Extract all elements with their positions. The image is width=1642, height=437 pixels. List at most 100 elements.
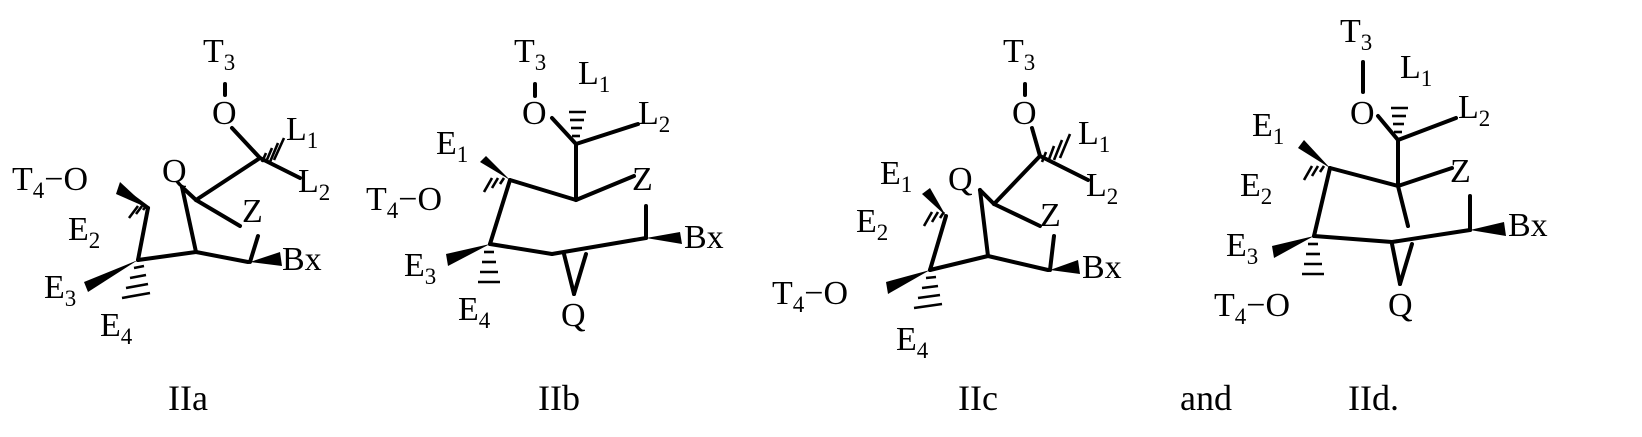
atom-label-e2: E2: [1240, 167, 1272, 209]
wedge-bond: [922, 188, 946, 216]
atom-label-e2: E2: [68, 211, 100, 253]
atom-label-l2: L2: [1086, 167, 1118, 209]
hashed-bond: [129, 206, 146, 218]
bond: [1040, 156, 1088, 180]
atom-label-e1: E1: [1252, 107, 1284, 149]
bond: [1392, 230, 1470, 242]
wedge-bond: [116, 182, 148, 208]
atom-label-bx: Bx: [282, 241, 322, 278]
wedge-bond: [886, 270, 930, 294]
atom-label-z: Z: [242, 193, 263, 230]
atom-label-z: Z: [1450, 153, 1471, 190]
atom-label-e2: E2: [856, 203, 888, 245]
atom-label-l1: L1: [1078, 115, 1110, 157]
bond: [576, 124, 638, 144]
structure-iic: T3 O L1 L2 E1 Q Z E2 Bx T4−O E4 IIc: [772, 33, 1122, 418]
structure-iib: T3 O L1 L2 E1 T4−O Z Bx E3 E4 Q IIb: [366, 33, 724, 418]
hashed-bond: [484, 178, 504, 192]
atom-label-e3: E3: [404, 247, 436, 289]
atom-label-e1: E1: [436, 125, 468, 167]
bond: [994, 204, 1040, 226]
atom-label-l2: L2: [298, 163, 330, 205]
atom-label-q: Q: [948, 161, 973, 198]
bond: [1314, 168, 1330, 236]
atom-label-q: Q: [561, 297, 586, 334]
atom-label-t4o: T4−O: [1214, 287, 1290, 329]
wedge-bond: [1050, 260, 1080, 274]
hashed-bond: [924, 212, 944, 226]
structure-caption: IIa: [168, 378, 208, 418]
bond: [1050, 236, 1054, 270]
bond: [930, 216, 946, 270]
bond: [1032, 128, 1040, 156]
bond: [490, 244, 552, 254]
bond: [232, 128, 260, 158]
bond: [1398, 168, 1452, 186]
bond: [930, 256, 988, 270]
bond: [490, 180, 510, 244]
atom-label-l2: L2: [1458, 89, 1490, 131]
atom-label-e4: E4: [896, 321, 929, 363]
atom-label-bx: Bx: [684, 219, 724, 256]
structure-iia: T3 O L1 L2 T4−O Q Z E2 Bx E3 E4 IIa: [12, 33, 330, 418]
atom-label-o: O: [1012, 95, 1037, 132]
structure-caption: IIc: [958, 378, 998, 418]
atom-label-e3: E3: [1226, 227, 1258, 269]
atom-label-bx: Bx: [1508, 207, 1548, 244]
atom-label-l1: L1: [1400, 49, 1432, 91]
bond: [1392, 244, 1400, 284]
bond: [1400, 244, 1412, 284]
hashed-bond: [262, 138, 284, 162]
hashed-bond: [914, 277, 942, 308]
atom-label-t3: T3: [1003, 33, 1035, 75]
atom-label-o: O: [522, 95, 547, 132]
bond: [1378, 116, 1398, 140]
bond: [138, 208, 148, 260]
atom-label-e4: E4: [458, 291, 491, 333]
atom-label-z: Z: [632, 161, 653, 198]
atom-label-q: Q: [1388, 287, 1413, 324]
bond: [250, 236, 258, 262]
bond: [138, 252, 196, 260]
atom-label-l1: L1: [286, 111, 318, 153]
hashed-bond: [1304, 166, 1324, 180]
bond: [574, 254, 586, 294]
wedge-bond: [1470, 222, 1506, 236]
wedge-bond: [250, 252, 282, 266]
atom-label-o: O: [1350, 95, 1375, 132]
hashed-bond: [122, 266, 150, 298]
bond: [552, 118, 576, 144]
atom-label-e1: E1: [880, 155, 912, 197]
atom-label-t3: T3: [1340, 13, 1372, 55]
atom-label-e3: E3: [44, 269, 76, 311]
hashed-bond: [478, 252, 500, 282]
bond: [1398, 118, 1456, 140]
atom-label-t3: T3: [514, 33, 546, 75]
structure-iid: T3 L1 O L2 E1 Z E2 Bx E3 T4−O Q IId.: [1214, 13, 1548, 418]
atom-label-q: Q: [162, 153, 187, 190]
bond: [1398, 186, 1408, 226]
wedge-bond: [1298, 140, 1330, 168]
atom-label-z: Z: [1040, 197, 1061, 234]
atom-label-bx: Bx: [1082, 249, 1122, 286]
atom-label-o: O: [212, 95, 237, 132]
bond: [196, 200, 240, 226]
structure-caption: IId.: [1348, 378, 1399, 418]
bond: [980, 190, 988, 256]
atom-label-t4o: T4−O: [366, 181, 442, 223]
atom-label-l2: L2: [638, 95, 670, 137]
hashed-bond: [1302, 244, 1324, 274]
atom-label-l1: L1: [578, 55, 610, 97]
wedge-bond: [480, 156, 510, 180]
bond: [510, 180, 576, 200]
hashed-bond: [1391, 108, 1408, 132]
bond: [988, 256, 1048, 270]
structure-caption: IIb: [538, 378, 580, 418]
conjunction-text: and: [1180, 378, 1232, 418]
atom-label-t4o: T4−O: [12, 161, 88, 203]
bond: [1330, 168, 1398, 186]
atom-label-e4: E4: [100, 307, 133, 349]
bond: [196, 252, 248, 262]
bond: [994, 156, 1040, 204]
